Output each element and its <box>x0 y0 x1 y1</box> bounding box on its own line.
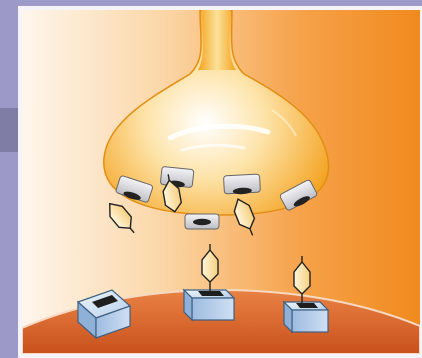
synapse-figure <box>22 10 420 354</box>
postsynaptic-receptor <box>184 290 234 320</box>
left-strip-band <box>0 108 18 152</box>
postsynaptic-receptor <box>284 302 328 332</box>
presynaptic-autoreceptor <box>185 214 219 229</box>
left-side-strip <box>0 0 18 358</box>
synapse-illustration <box>22 10 420 354</box>
presynaptic-autoreceptor <box>224 174 261 195</box>
